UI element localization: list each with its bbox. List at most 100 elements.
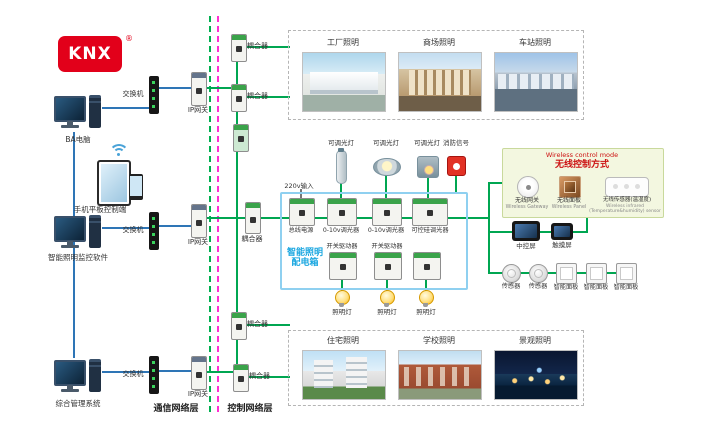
pc2-label: 智能照明监控软件 (48, 253, 108, 262)
mains-input-label: 220v输入 (284, 182, 314, 190)
top-scenes-box (288, 30, 584, 120)
wire-actuator2-bulb2 (386, 278, 388, 291)
knx-line-gateway1-coupler (205, 87, 231, 89)
ip-gateway2-module (191, 204, 207, 238)
scene-factory-photo (302, 52, 386, 112)
switch2-label: 交换机 (122, 226, 144, 234)
sensor1-label: 传感器 (501, 283, 521, 290)
scene-school-photo (398, 350, 482, 400)
coupler4-label: 耦合器 (249, 372, 270, 380)
monitor-icon (54, 360, 86, 386)
smart-panel1-label: 智能面板 (553, 284, 579, 291)
lan-line-switch1-gateway1 (159, 87, 191, 89)
ip-gateway1-label: IP网关 (187, 106, 209, 114)
mobile-label: 手机平板控制端 (73, 205, 127, 214)
touch-screen-label: 触摸屏 (552, 241, 572, 249)
sensor2-icon (529, 264, 548, 283)
bulb3-label: 照明灯 (416, 308, 436, 316)
scr-dimmer-label: 可控硅调光器 (411, 227, 449, 234)
smart-panel3-icon (616, 263, 637, 284)
switch-actuator3-module (413, 252, 441, 280)
cabinet-title-line2: 配电箱 (291, 258, 319, 269)
wire-lamp3-dimmer (427, 176, 429, 198)
dimmable-lamp1-icon (336, 148, 347, 184)
registered-mark: ® (125, 34, 133, 43)
ip-gateway2-label: IP网关 (187, 238, 209, 246)
dimmable-lamp1-label: 可调光灯 (328, 139, 354, 147)
comm-layer-label: 通信网络层 (153, 404, 199, 414)
smart-panel2-icon (586, 263, 607, 284)
ip-gateway1-module (191, 72, 207, 106)
lan-line-pc3-switch3 (102, 371, 149, 373)
knx-line-to-mall-scene (245, 96, 290, 98)
line-coupler-module (233, 124, 249, 152)
knx-right-trunk-line (488, 182, 490, 274)
dimmable-lamp3-label: 可调光灯 (414, 139, 440, 147)
cabinet-title: 智能照明 配电箱 (282, 248, 328, 269)
control-layer-label: 控制网络层 (227, 404, 273, 414)
knx-line-wireless-drop (586, 216, 588, 232)
switch-actuator1-label: 开关驱动器 (326, 243, 358, 250)
fire-signal-label: 消防信号 (443, 139, 469, 147)
dimmer2-module (372, 198, 402, 226)
wire-fire-signal (455, 174, 457, 192)
knx-trunk-line (236, 58, 238, 370)
knx-line-to-residential-scene (245, 324, 290, 326)
dimmable-lamp3-icon (417, 156, 439, 178)
phone-icon (129, 174, 143, 200)
wire-lamp2-dimmer (385, 174, 387, 198)
switch-actuator2-module (374, 252, 402, 280)
scene-residential-label: 住宅照明 (327, 336, 359, 345)
dimmer1-module (327, 198, 357, 226)
knx-logo-text: KNX (68, 44, 112, 64)
lan-line-pc2-switch2 (102, 227, 149, 229)
ip-gateway3-module (191, 356, 207, 390)
scr-dimmer-module (412, 198, 448, 226)
central-screen-icon (512, 221, 540, 241)
knx-logo: KNX (58, 36, 122, 72)
switch-actuator2-label: 开关驱动器 (371, 243, 403, 250)
wireless-panel-label-en: Wireless Panel (551, 205, 587, 210)
smart-panel2-label: 智能面板 (583, 284, 609, 291)
pc2-icon (54, 214, 102, 252)
bulb3-icon (419, 290, 434, 307)
central-screen-label: 中控屏 (516, 242, 536, 250)
smart-panel3-label: 智能面板 (613, 284, 639, 291)
wireless-gateway-icon (517, 176, 539, 198)
scene-mall-photo (398, 52, 482, 112)
wireless-sensor-icon (605, 177, 649, 197)
pc3-icon (54, 358, 102, 396)
coupler1-module (231, 34, 247, 62)
comm-layer-boundary-line (209, 16, 211, 412)
knx-line-to-wireless-box (490, 182, 502, 184)
wire-lamp1-dimmer (340, 182, 342, 198)
switch1-label: 交换机 (122, 90, 144, 98)
scene-school-label: 学校照明 (423, 336, 455, 345)
lan-line-pc1-switch1 (102, 107, 149, 109)
sensor1-icon (502, 264, 521, 283)
tower-icon (89, 215, 101, 248)
wireless-gateway-label-en: Wireless Gateway (505, 205, 549, 210)
pc1-label: BA电脑 (65, 135, 91, 144)
scene-landscape-photo (494, 350, 578, 400)
scene-station-label: 车站照明 (519, 38, 551, 47)
pc3-label: 综合管理系统 (55, 399, 101, 408)
bulb2-label: 照明灯 (377, 308, 397, 316)
scene-factory-label: 工厂照明 (327, 38, 359, 47)
tower-icon (89, 95, 101, 128)
touch-screen-icon (551, 223, 573, 240)
scene-residential-photo (302, 350, 386, 400)
switch-actuator1-module (329, 252, 357, 280)
switch2-icon (149, 212, 159, 250)
bottom-scenes-box (288, 330, 584, 406)
wire-actuator3-bulb3 (425, 278, 427, 291)
knx-line-to-factory-scene (245, 46, 290, 48)
monitor-icon (54, 96, 86, 122)
knx-line-to-school-scene (247, 376, 290, 378)
tower-icon (89, 359, 101, 392)
coupler2-label: 耦合器 (247, 92, 268, 100)
sensor2-label: 传感器 (528, 283, 548, 290)
wireless-sensor-label-zh: 无线传感器(温湿度) (602, 197, 652, 203)
bulb1-label: 照明灯 (332, 308, 352, 316)
